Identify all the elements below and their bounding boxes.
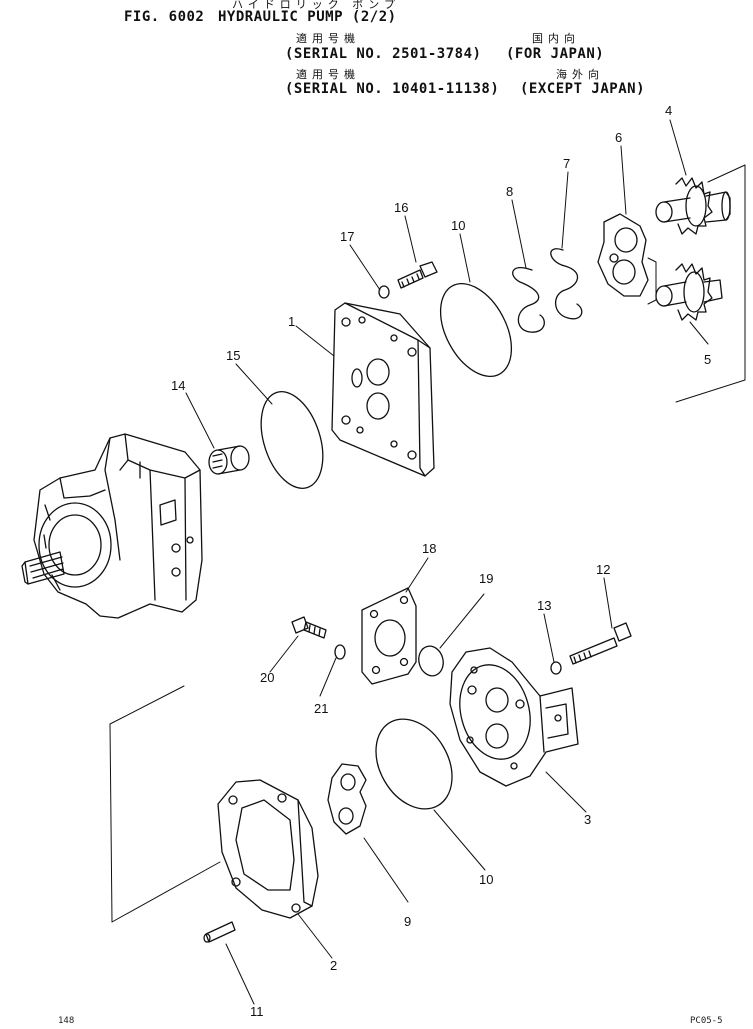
part-5-driven-gear xyxy=(655,263,723,321)
callout-3: 3 xyxy=(584,812,591,827)
serial-row-2-jp-label: 適用号機 xyxy=(296,68,360,81)
callout-16: 16 xyxy=(394,200,408,215)
callout-7: 7 xyxy=(563,156,570,171)
part-11-dowel-pin xyxy=(203,921,236,943)
drawing-code: PC05-5 xyxy=(690,1016,723,1026)
callout-9: 9 xyxy=(404,914,411,929)
callout-labels: 1 2 3 4 5 6 7 8 9 10 10 11 12 13 14 15 1… xyxy=(171,103,711,1019)
part-6-side-plate xyxy=(597,213,649,297)
figure-title: HYDRAULIC PUMP (2/2) xyxy=(218,9,397,25)
callout-2: 2 xyxy=(330,958,337,973)
serial-row-1-destination: (FOR JAPAN) xyxy=(506,46,605,62)
callout-19: 19 xyxy=(479,571,493,586)
part-4-drive-gear xyxy=(655,177,731,235)
part-17-washer xyxy=(378,285,390,299)
serial-row-2-range: (SERIAL NO. 10401-11138) xyxy=(285,81,500,97)
part-18-gasket-plate xyxy=(361,587,417,685)
part-8-spring xyxy=(512,267,545,333)
page-number: 148 xyxy=(58,1016,75,1026)
serial-row-1-range: (SERIAL NO. 2501-3784) xyxy=(285,46,482,62)
callout-14: 14 xyxy=(171,378,185,393)
part-3-pump-housing xyxy=(449,647,579,787)
callout-15: 15 xyxy=(226,348,240,363)
part-16-bolt xyxy=(397,261,438,289)
part-13-washer xyxy=(550,661,562,675)
part-10-o-ring-upper xyxy=(439,283,513,377)
part-10-o-ring-lower xyxy=(375,718,453,810)
callout-12: 12 xyxy=(596,562,610,577)
callout-6: 6 xyxy=(615,130,622,145)
part-21-washer xyxy=(334,644,346,660)
serial-row-2-jp-dest: 海外向 xyxy=(556,68,604,81)
part-14-bearing xyxy=(208,445,250,475)
pump-body-assembly xyxy=(21,433,203,619)
part-15-o-ring xyxy=(260,391,324,489)
figure-number: FIG. 6002 xyxy=(124,9,205,25)
part-19-o-ring xyxy=(418,645,444,677)
callout-13: 13 xyxy=(537,598,551,613)
callout-1: 1 xyxy=(288,314,295,329)
part-7-spring xyxy=(550,248,583,320)
callout-10-upper: 10 xyxy=(451,218,465,233)
part-2-gear-casing xyxy=(217,779,319,919)
callout-10-lower: 10 xyxy=(479,872,493,887)
callout-5: 5 xyxy=(704,352,711,367)
callout-4: 4 xyxy=(665,103,672,118)
title-japanese: ハイドロリック ポンプ xyxy=(232,0,400,11)
part-1-cover-plate xyxy=(331,302,435,477)
callout-20: 20 xyxy=(260,670,274,685)
alignment-lines-lower xyxy=(109,685,221,923)
part-20-bolt xyxy=(291,616,327,639)
callout-11: 11 xyxy=(250,1004,264,1019)
callout-8: 8 xyxy=(506,184,513,199)
callout-21: 21 xyxy=(314,701,328,716)
callout-18: 18 xyxy=(422,541,436,556)
alignment-lines-upper xyxy=(647,164,746,403)
serial-row-1-jp-label: 適用号機 xyxy=(296,32,360,45)
part-9-side-plate xyxy=(327,763,367,835)
serial-row-1-jp-dest: 国内向 xyxy=(532,32,580,45)
serial-row-2-destination: (EXCEPT JAPAN) xyxy=(520,81,646,97)
callout-17: 17 xyxy=(340,229,354,244)
leader-lines xyxy=(185,119,709,1005)
part-12-long-bolt xyxy=(569,622,632,665)
